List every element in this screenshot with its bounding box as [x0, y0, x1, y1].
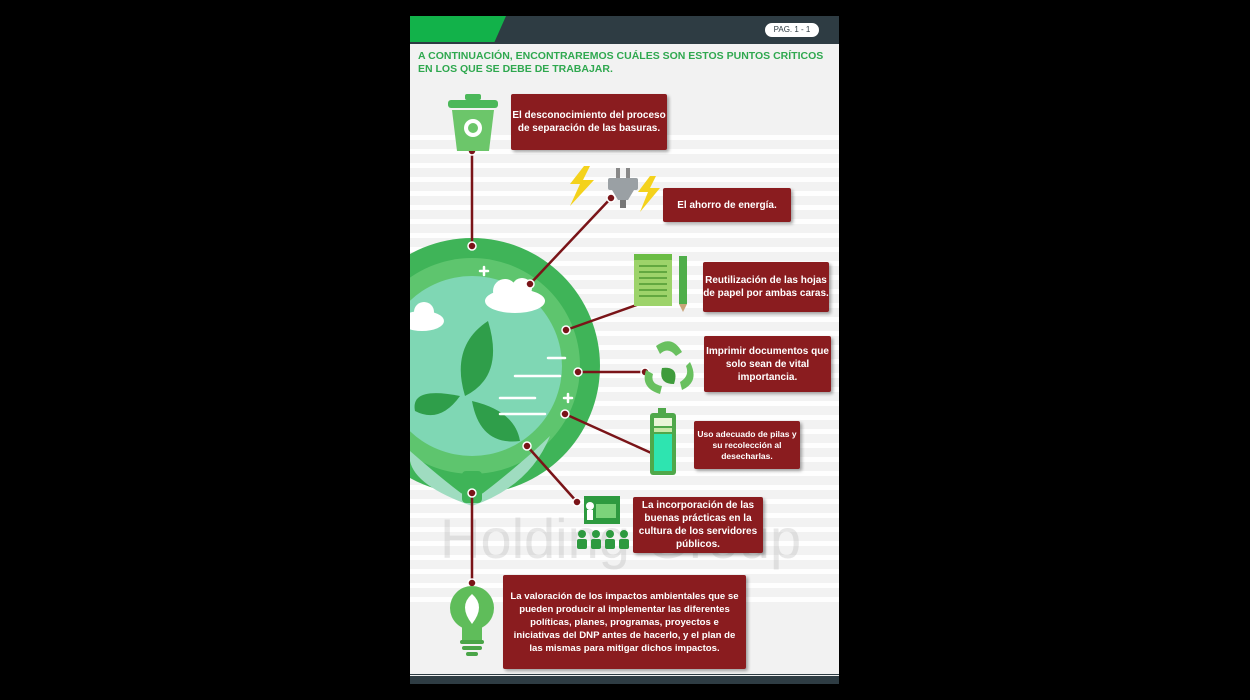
point-text: Reutilización de las hojas de papel por …	[703, 275, 829, 299]
point-box-good-practices: La incorporación de las buenas prácticas…	[633, 497, 763, 553]
point-box-environmental-impacts: La valoración de los impactos ambientale…	[503, 575, 746, 669]
point-box-paper-reuse: Reutilización de las hojas de papel por …	[703, 262, 829, 312]
header-accent	[410, 16, 506, 42]
document-page: Holding Group PAG. 1 - 1 A CONTINUACIÓN,…	[410, 16, 839, 684]
point-box-batteries: Uso adecuado de pilas y su recolección a…	[694, 421, 800, 469]
notepad-pencil-icon	[634, 254, 687, 312]
footer-line	[410, 674, 839, 675]
point-text: Imprimir documentos que solo sean de vit…	[706, 345, 829, 383]
lightbulb-leaf-icon	[450, 586, 494, 656]
presentation-icon	[577, 496, 629, 549]
point-text: El ahorro de energía.	[677, 199, 777, 211]
recycle-bin-icon	[448, 94, 498, 151]
header-divider	[410, 42, 839, 44]
globe-illustration	[410, 238, 600, 506]
plug-icon	[570, 166, 660, 212]
point-text: El desconocimiento del proceso de separa…	[512, 110, 666, 134]
connector-lines	[470, 151, 659, 583]
page-number-badge: PAG. 1 - 1	[764, 22, 820, 38]
point-box-waste-separation: El desconocimiento del proceso de separa…	[511, 94, 667, 150]
battery-icon	[650, 408, 676, 475]
point-text: Uso adecuado de pilas y su recolección a…	[697, 428, 797, 461]
point-text: La incorporación de las buenas prácticas…	[638, 500, 758, 550]
point-text: La valoración de los impactos ambientale…	[510, 590, 739, 654]
intro-heading: A CONTINUACIÓN, ENCONTRAREMOS CUÁLES SON…	[418, 50, 824, 75]
infographic-graphics	[410, 94, 694, 656]
point-box-energy-saving: El ahorro de energía.	[663, 188, 791, 222]
point-box-printing: Imprimir documentos que solo sean de vit…	[704, 336, 831, 392]
footer-bar	[410, 676, 839, 684]
recycle-leaf-icon	[644, 341, 694, 394]
